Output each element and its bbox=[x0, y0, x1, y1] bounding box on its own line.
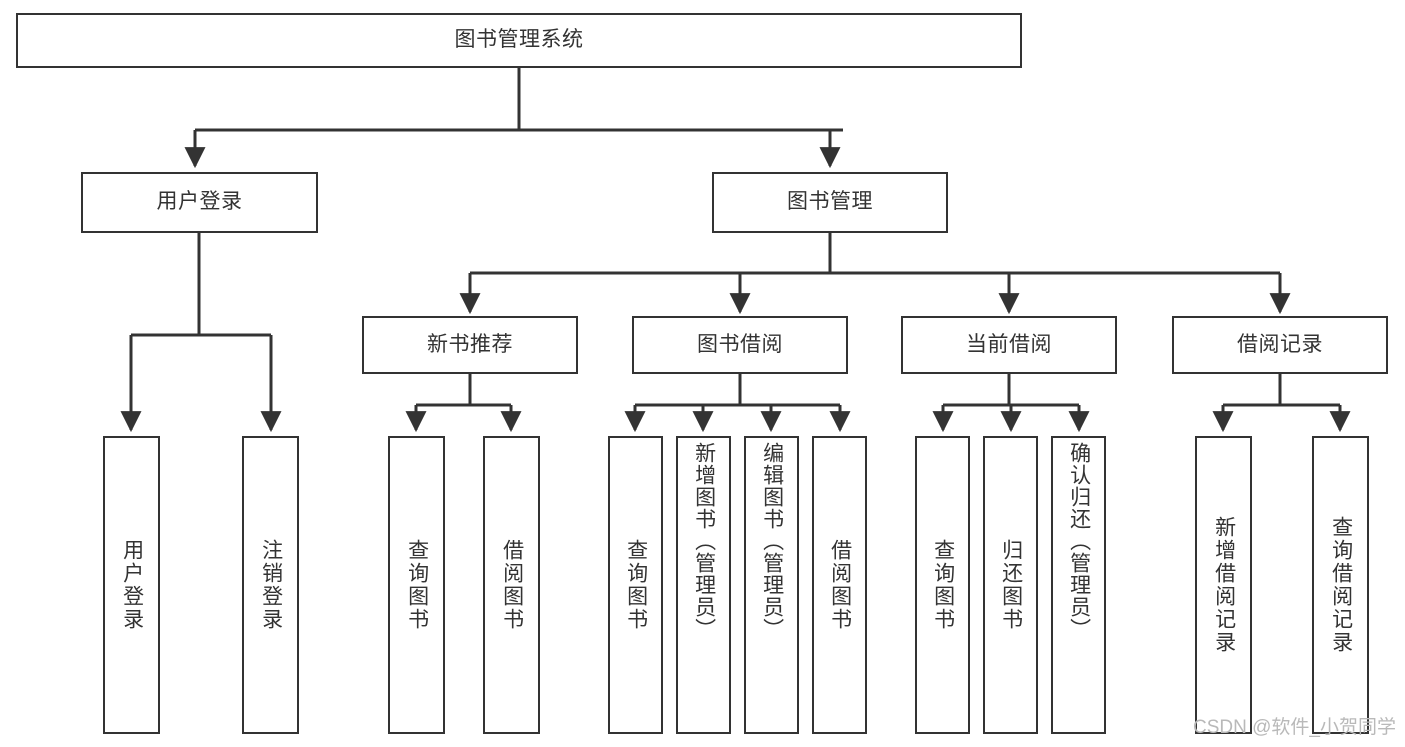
node-leaf-logout-login[interactable]: 注销登录 bbox=[242, 436, 299, 734]
node-leaf-borrow-book-1[interactable]: 借阅图书 bbox=[483, 436, 540, 734]
node-leaf-query-book-2[interactable]: 查询图书 bbox=[608, 436, 663, 734]
node-current-borrow-label: 当前借阅 bbox=[966, 332, 1052, 356]
node-leaf-confirm-return[interactable]: 确认归还（管理员） bbox=[1051, 436, 1106, 734]
node-root[interactable]: 图书管理系统 bbox=[16, 13, 1022, 68]
node-book-manage[interactable]: 图书管理 bbox=[712, 172, 948, 233]
node-leaf-query-book-2-label: 查询图书 bbox=[624, 539, 648, 631]
node-leaf-query-book-1-label: 查询图书 bbox=[405, 539, 429, 631]
node-leaf-edit-book-label: 编辑图书（管理员） bbox=[760, 442, 784, 640]
node-leaf-edit-book[interactable]: 编辑图书（管理员） bbox=[744, 436, 799, 734]
node-borrow-record[interactable]: 借阅记录 bbox=[1172, 316, 1388, 374]
node-leaf-borrow-book-2[interactable]: 借阅图书 bbox=[812, 436, 867, 734]
node-leaf-add-book[interactable]: 新增图书（管理员） bbox=[676, 436, 731, 734]
watermark: CSDN @软件_小贺同学 bbox=[1193, 717, 1396, 738]
node-leaf-user-login-label: 用户登录 bbox=[120, 539, 144, 631]
node-leaf-logout-login-label: 注销登录 bbox=[259, 539, 283, 631]
node-leaf-borrow-book-2-label: 借阅图书 bbox=[828, 539, 852, 631]
node-leaf-borrow-book-1-label: 借阅图书 bbox=[500, 539, 524, 631]
node-leaf-query-book-3[interactable]: 查询图书 bbox=[915, 436, 970, 734]
node-book-manage-label: 图书管理 bbox=[787, 190, 873, 214]
node-book-borrow-label: 图书借阅 bbox=[697, 332, 783, 356]
node-user-login[interactable]: 用户登录 bbox=[81, 172, 318, 233]
node-current-borrow[interactable]: 当前借阅 bbox=[901, 316, 1117, 374]
node-leaf-query-borrow-record-label: 查询借阅记录 bbox=[1329, 516, 1353, 654]
node-leaf-query-book-1[interactable]: 查询图书 bbox=[388, 436, 445, 734]
node-book-borrow[interactable]: 图书借阅 bbox=[632, 316, 848, 374]
node-new-book-recommend[interactable]: 新书推荐 bbox=[362, 316, 578, 374]
node-user-login-label: 用户登录 bbox=[156, 190, 243, 214]
node-leaf-add-borrow-record-label: 新增借阅记录 bbox=[1212, 516, 1236, 654]
node-leaf-return-book[interactable]: 归还图书 bbox=[983, 436, 1038, 734]
node-leaf-return-book-label: 归还图书 bbox=[999, 539, 1023, 631]
node-leaf-add-book-label: 新增图书（管理员） bbox=[692, 442, 716, 640]
node-leaf-confirm-return-label: 确认归还（管理员） bbox=[1067, 442, 1091, 640]
node-new-book-recommend-label: 新书推荐 bbox=[427, 332, 513, 356]
node-borrow-record-label: 借阅记录 bbox=[1237, 332, 1323, 356]
node-leaf-user-login[interactable]: 用户登录 bbox=[103, 436, 160, 734]
node-root-label: 图书管理系统 bbox=[454, 28, 584, 52]
node-leaf-query-borrow-record[interactable]: 查询借阅记录 bbox=[1312, 436, 1369, 734]
node-leaf-add-borrow-record[interactable]: 新增借阅记录 bbox=[1195, 436, 1252, 734]
node-leaf-query-book-3-label: 查询图书 bbox=[931, 539, 955, 631]
